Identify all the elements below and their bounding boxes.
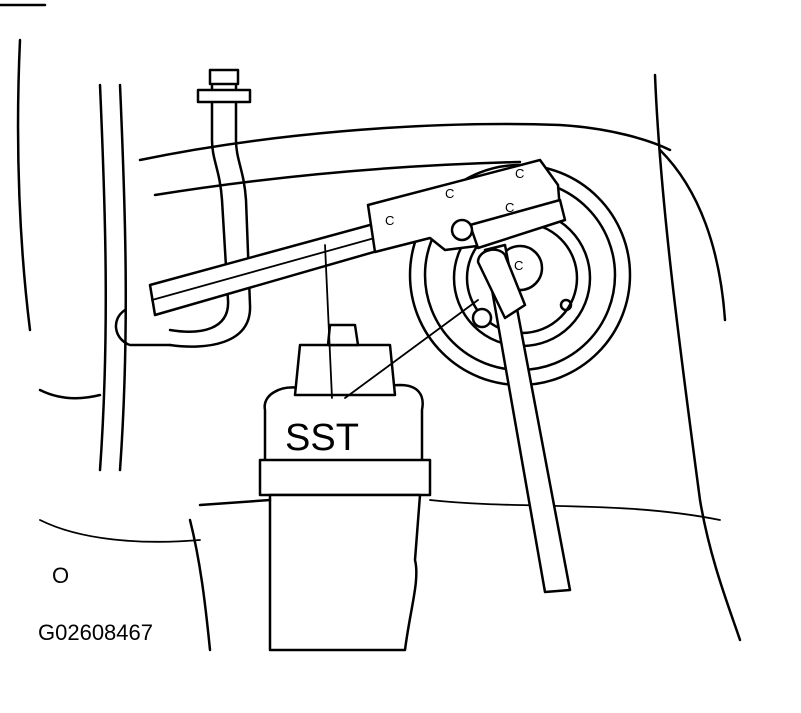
svg-text:C: C: [445, 186, 454, 201]
svg-text:C: C: [385, 213, 394, 228]
svg-text:C: C: [515, 166, 524, 181]
svg-text:C: C: [514, 258, 523, 273]
engine-block-outline: [0, 3, 742, 642]
hose-line: [114, 68, 252, 348]
sst-label: SST: [285, 417, 359, 459]
callout-leader-lines: [324, 244, 479, 399]
svg-text:C: C: [505, 200, 514, 215]
jack-body: [188, 323, 432, 652]
view-marker: O: [52, 563, 69, 588]
wrench-handle: C: [476, 243, 572, 594]
sst-holder-bracket: C C C C: [366, 158, 567, 254]
figure-code: G02608467: [38, 620, 153, 645]
